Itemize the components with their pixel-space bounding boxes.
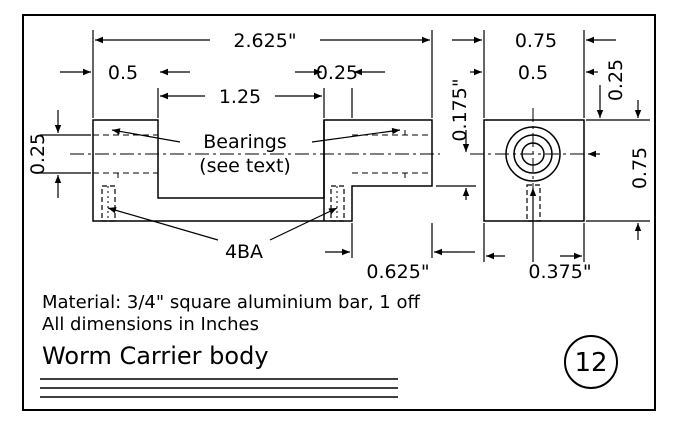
dim-end-height: 0.75 [629,147,651,189]
note-units: All dimensions in Inches [42,314,259,335]
dim-left-height: 0.25 [27,133,49,175]
dim-end-width: 0.75 [515,30,557,52]
label-4ba: 4BA [225,241,263,263]
dim-right-block: 0.25 [316,62,358,84]
end-view-outline [483,119,585,222]
end-view-tapped-hole [526,184,541,222]
dim-overall-length: 2.625" [233,30,296,52]
drawing-title: Worm Carrier body [42,342,269,370]
dim-left-block: 0.5 [108,62,138,84]
dim-end-gap: 0.625" [366,261,429,283]
side-view [70,119,440,222]
dim-end-inner: 0.5 [518,62,548,84]
dimension-lines [40,30,650,262]
dim-end-hole: 0.375" [528,261,591,283]
dim-recess: 1.25 [219,86,261,108]
dim-end-top: 0.25 [605,59,627,101]
note-material: Material: 3/4" square aluminium bar, 1 o… [42,292,420,313]
sheet-number-circle [564,335,618,389]
side-view-outline [92,119,433,222]
sheet-number: 12 [574,348,607,378]
label-bearings: Bearings [203,131,286,153]
drawing-border [22,14,656,411]
dim-vertical-offset: 0.175" [449,78,471,141]
end-view [470,108,598,235]
label-see-text: (see text) [199,155,291,177]
